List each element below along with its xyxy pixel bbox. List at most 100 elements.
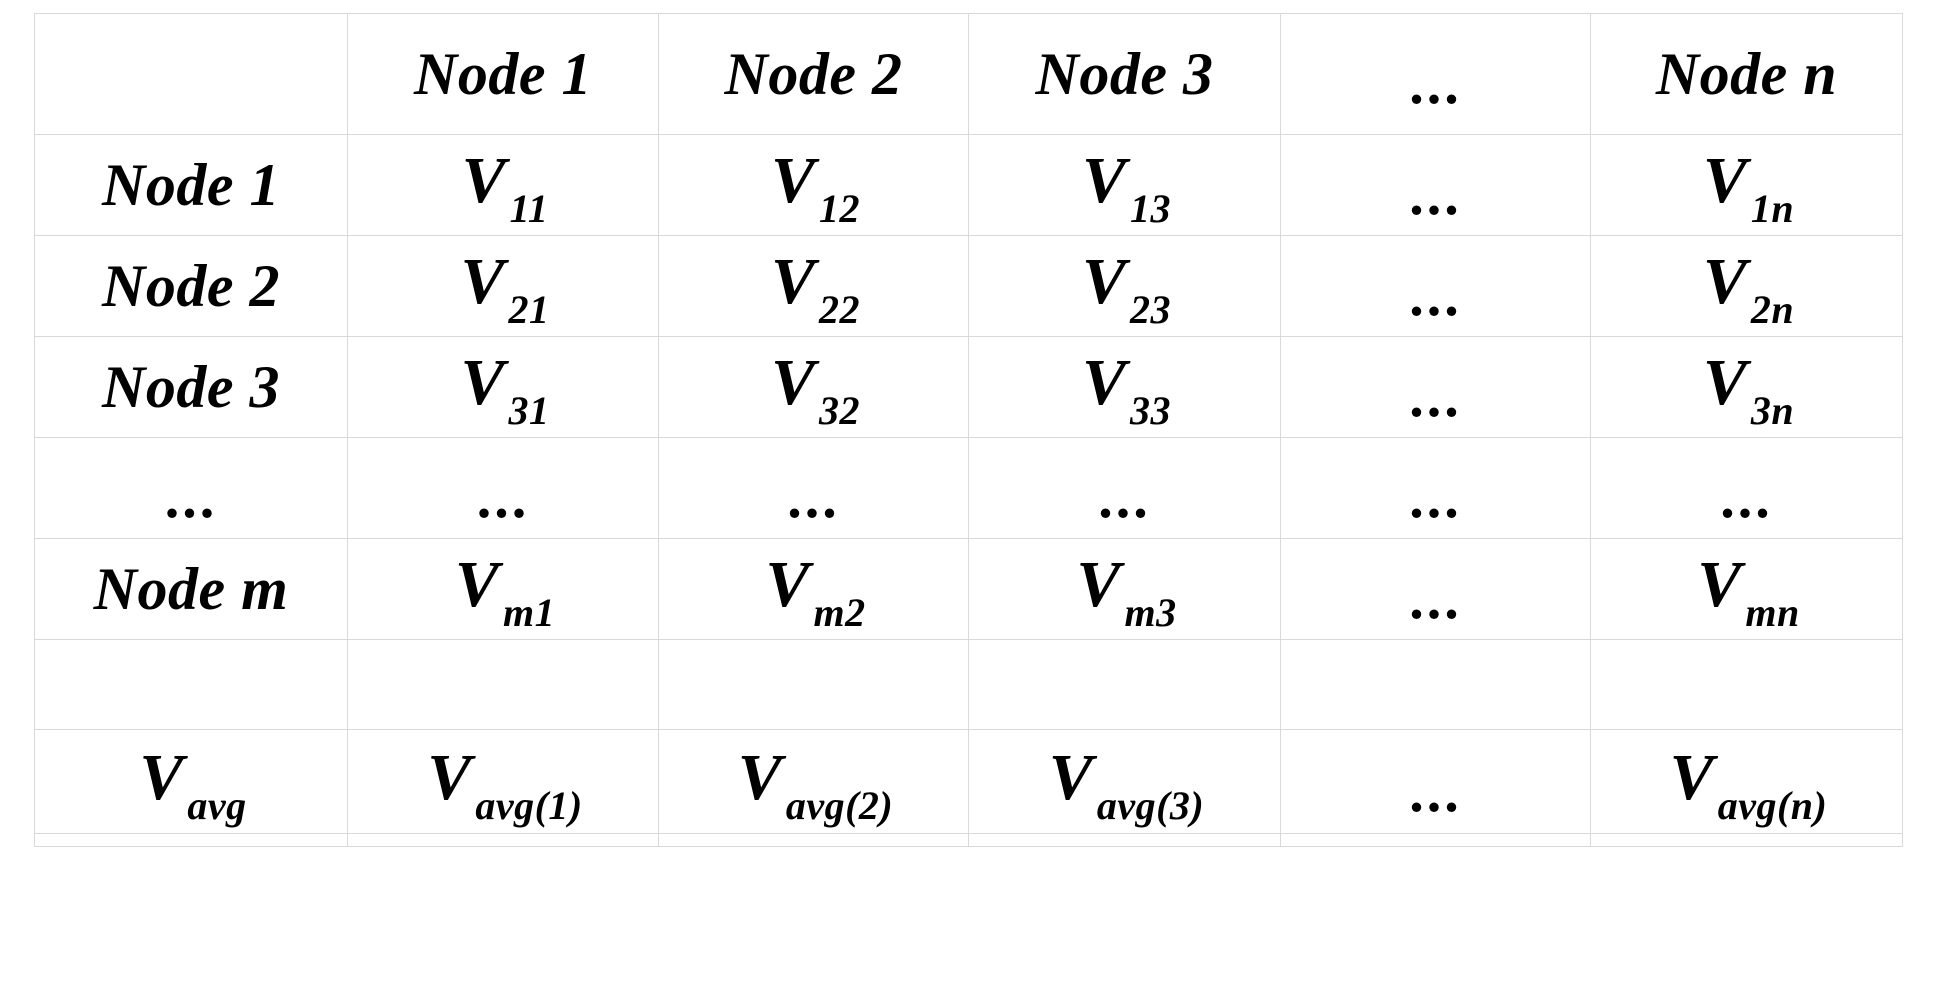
row-header-ellipsis: ... bbox=[34, 437, 348, 539]
row-header-node-m: Node m bbox=[34, 538, 348, 640]
column-header-node-1: Node 1 bbox=[347, 13, 659, 135]
value-cell-ellipsis-ellipsis: ... bbox=[1280, 437, 1591, 539]
row-header-label: Node 2 bbox=[102, 253, 280, 319]
column-header-node-3: Node 3 bbox=[968, 13, 1281, 135]
trailing-cell bbox=[968, 833, 1281, 847]
value-base: V bbox=[1669, 740, 1714, 814]
value-base: V bbox=[1702, 144, 1747, 217]
value-subscript: mn bbox=[1745, 590, 1800, 635]
ellipsis-glyph: ... bbox=[476, 465, 530, 530]
ellipsis-glyph: ... bbox=[1409, 51, 1462, 116]
value-cell-ellipsis-2: ... bbox=[658, 437, 969, 539]
ellipsis-glyph: ... bbox=[1409, 162, 1462, 227]
table-row: ... ... ... ... ... ... bbox=[34, 437, 1903, 539]
ellipsis-glyph: ... bbox=[1098, 465, 1151, 530]
trailing-cell bbox=[658, 833, 969, 847]
value-subscript: 23 bbox=[1130, 287, 1172, 332]
column-header-ellipsis: ... bbox=[1280, 13, 1591, 135]
value-subscript: 22 bbox=[819, 287, 861, 332]
value-base: V bbox=[1697, 548, 1742, 621]
value-subscript: m1 bbox=[502, 590, 556, 635]
trailing-cell bbox=[1280, 833, 1591, 847]
value-base: V bbox=[1702, 346, 1747, 419]
value-subscript: m2 bbox=[813, 590, 866, 635]
column-header-label: Node 2 bbox=[724, 41, 903, 107]
column-header-label: Node 3 bbox=[1035, 41, 1214, 107]
value-cell-m-ellipsis: ... bbox=[1280, 538, 1591, 640]
value-base: V bbox=[454, 548, 499, 621]
trailing-cell bbox=[1590, 833, 1903, 847]
value-base: V bbox=[770, 245, 816, 318]
node-value-matrix: Node 1 Node 2 Node 3 ... Node n Node 1 bbox=[34, 13, 1903, 847]
value-cell-ellipsis-3: ... bbox=[968, 437, 1281, 539]
value-subscript: 2n bbox=[1750, 287, 1795, 332]
value-base: V bbox=[1081, 245, 1127, 318]
ellipsis-glyph: ... bbox=[164, 465, 218, 530]
row-header-node-3: Node 3 bbox=[34, 336, 348, 438]
trailing-cell bbox=[347, 833, 659, 847]
spacer-cell bbox=[968, 639, 1281, 730]
spacer-row bbox=[34, 639, 1903, 730]
value-base: V bbox=[1702, 245, 1747, 318]
trailing-gridline-row bbox=[34, 833, 1903, 847]
ellipsis-glyph: ... bbox=[787, 465, 840, 530]
value-base: V bbox=[461, 144, 506, 217]
row-header-node-2: Node 2 bbox=[34, 235, 348, 337]
value-subscript: 21 bbox=[508, 287, 550, 332]
ellipsis-glyph: ... bbox=[1720, 465, 1773, 530]
spacer-cell bbox=[658, 639, 969, 730]
value-base: V bbox=[139, 740, 184, 814]
value-subscript: 13 bbox=[1130, 186, 1172, 231]
value-subscript: avg(3) bbox=[1096, 782, 1205, 828]
ellipsis-glyph: ... bbox=[1409, 758, 1462, 824]
spacer-cell bbox=[34, 639, 348, 730]
column-header-label: Node n bbox=[1655, 41, 1838, 107]
ellipsis-glyph: ... bbox=[1409, 263, 1462, 328]
value-subscript: 33 bbox=[1130, 388, 1172, 433]
column-header-node-n: Node n bbox=[1590, 13, 1903, 135]
value-cell-2-ellipsis: ... bbox=[1280, 235, 1591, 337]
value-base: V bbox=[1048, 740, 1093, 814]
ellipsis-glyph: ... bbox=[1409, 566, 1462, 631]
trailing-cell bbox=[34, 833, 348, 847]
value-subscript: avg(1) bbox=[475, 782, 583, 828]
value-subscript: 3n bbox=[1750, 388, 1795, 433]
value-cell-1-ellipsis: ... bbox=[1280, 134, 1591, 236]
